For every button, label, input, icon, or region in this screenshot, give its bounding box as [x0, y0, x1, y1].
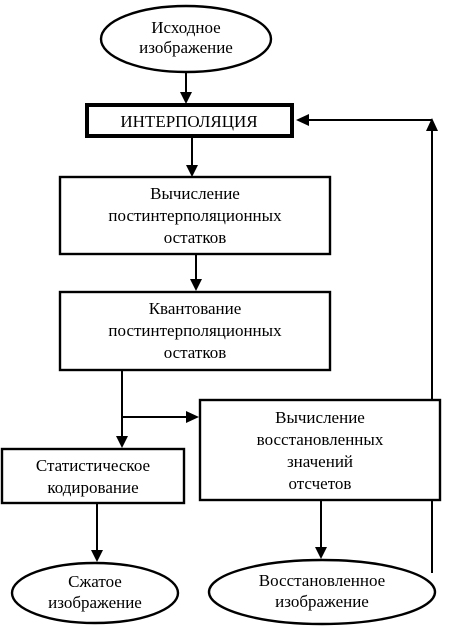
quantize-residuals-box [58, 290, 332, 372]
source-image-line-2: изображение [139, 38, 233, 57]
restored-image-ellipse [207, 558, 437, 626]
compressed-image-ellipse [10, 561, 180, 625]
node-quantize-residuals: Квантование постинтерполяционных остатко… [58, 290, 332, 372]
arrowhead-interpolation-right [296, 114, 309, 126]
source-image-ellipse [99, 4, 273, 74]
interpolation-box [85, 103, 294, 138]
quantize-residuals-line-1: Квантование [149, 299, 242, 318]
source-image-line-1: Исходное [151, 18, 220, 37]
compressed-image-line-2: изображение [48, 593, 142, 612]
statistical-coding-line-1: Статистическое [36, 456, 150, 475]
node-compressed-image: Сжатое изображение [10, 561, 180, 625]
arrowhead-compressed-top [91, 550, 103, 562]
restored-image-line-2: изображение [275, 592, 369, 611]
interpolation-label: ИНТЕРПОЛЯЦИЯ [120, 112, 257, 131]
arrowhead-restored-left [186, 411, 199, 423]
arrowhead-restored-image-top [315, 547, 327, 559]
statistical-coding-line-2: кодирование [47, 478, 138, 497]
node-compute-residuals: Вычисление постинтерполяционных остатков [58, 175, 332, 256]
edges [91, 72, 438, 573]
compute-restored-line-3: значений [287, 452, 353, 471]
compute-residuals-line-1: Вычисление [150, 184, 240, 203]
compute-residuals-box [58, 175, 332, 256]
compute-restored-line-4: отсчетов [289, 474, 352, 493]
node-compute-restored: Вычисление восстановленных значений отсч… [198, 398, 442, 502]
compute-restored-box [198, 398, 442, 502]
arrowhead-interpolation-top [180, 92, 192, 104]
compute-restored-line-2: восстановленных [257, 430, 384, 449]
quantize-residuals-line-3: остатков [164, 343, 227, 362]
arrowhead-feedback-up [426, 118, 438, 131]
statistical-coding-box [0, 447, 186, 505]
compute-residuals-line-2: постинтерполяционных [108, 206, 282, 225]
arrowhead-quantize-top [190, 279, 202, 291]
node-restored-image: Восстановленное изображение [207, 558, 437, 626]
compressed-image-line-1: Сжатое [68, 572, 122, 591]
compute-residuals-line-3: остатков [164, 228, 227, 247]
restored-image-line-1: Восстановленное [259, 571, 385, 590]
compute-restored-line-1: Вычисление [275, 408, 365, 427]
arrowhead-residuals-top [186, 165, 198, 177]
quantize-residuals-line-2: постинтерполяционных [108, 321, 282, 340]
node-interpolation: ИНТЕРПОЛЯЦИЯ [85, 103, 294, 138]
arrowhead-coding-top [116, 436, 128, 448]
node-source-image: Исходное изображение [99, 4, 273, 74]
node-statistical-coding: Статистическое кодирование [0, 447, 186, 505]
